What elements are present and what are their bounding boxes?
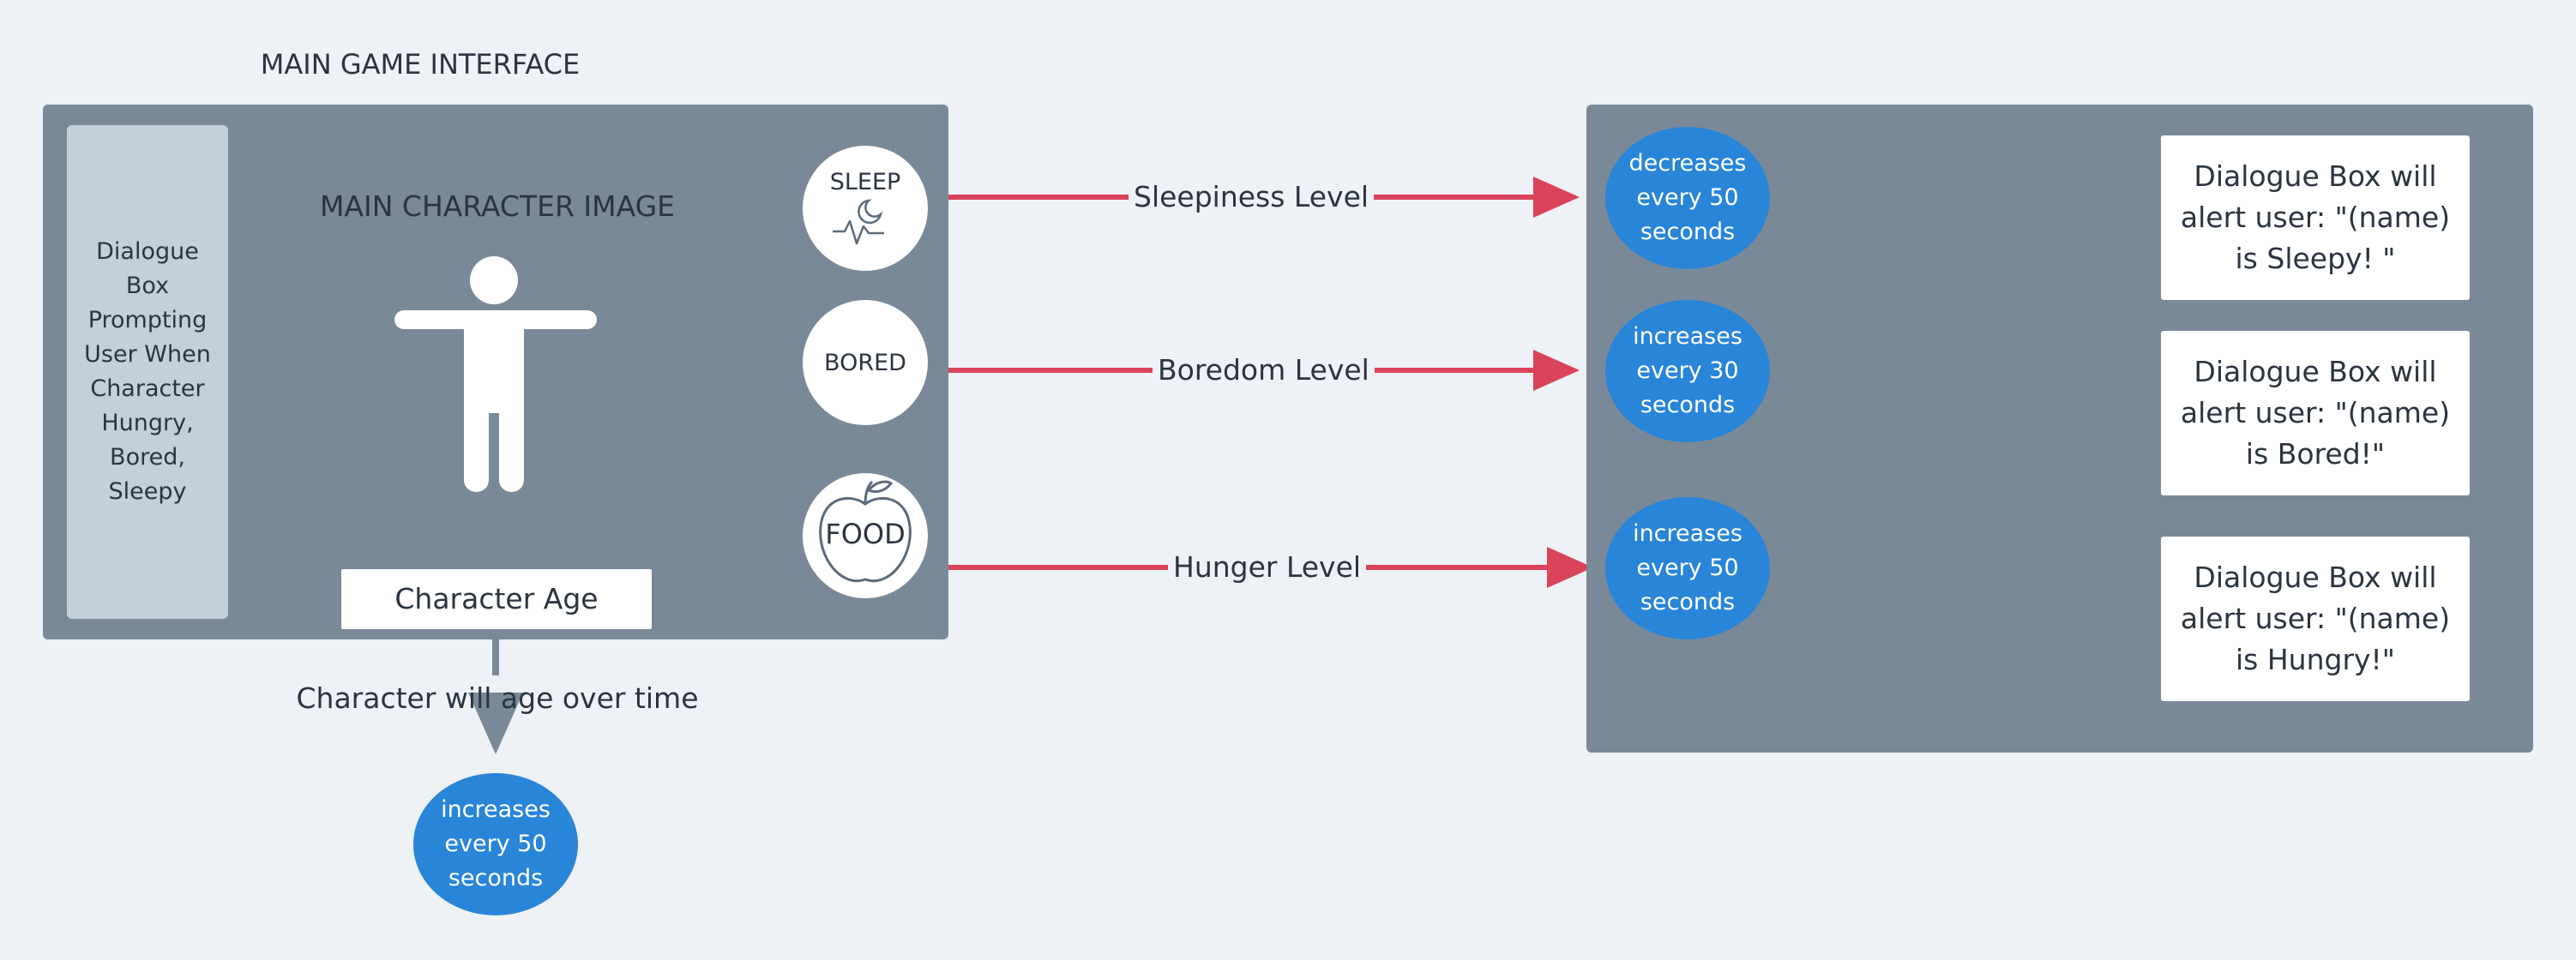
sleepiness-level-label: Sleepiness Level [1129,178,1375,216]
food-alert-text: Dialogue Box will alert user: "(name) is… [2180,561,2451,676]
bored-label: BORED [824,349,906,376]
dialogue-prompt-text: Dialogue Box Prompting User When Charact… [84,238,211,505]
food-alert-box: Dialogue Box will alert user: "(name) is… [2161,537,2470,701]
age-note: Character will age over time [296,681,699,715]
food-timer-circle: increases every 50 seconds [1605,497,1770,639]
food-timer-text: increases every 50 seconds [1633,520,1742,615]
bored-status-circle: BORED [803,300,928,425]
dialogue-prompt-box: Dialogue Box Prompting User When Charact… [67,125,228,619]
sleep-alert-text: Dialogue Box will alert user: "(name) is… [2180,159,2451,275]
apple-icon [819,480,912,583]
sleep-label: SLEEP [829,168,901,195]
character-heading: MAIN CHARACTER IMAGE [319,189,676,223]
sleep-alert-box: Dialogue Box will alert user: "(name) is… [2161,135,2470,300]
bored-timer-circle: increases every 30 seconds [1605,300,1770,442]
bored-alert-box: Dialogue Box will alert user: "(name) is… [2161,331,2470,495]
character-age-box: Character Age [341,569,652,629]
age-timer-text: increases every 50 seconds [441,796,551,891]
age-timer-circle: increases every 50 seconds [413,773,578,915]
diagram-title: MAIN GAME INTERFACE [260,48,581,81]
sleep-timer-text: decreases every 50 seconds [1628,150,1747,245]
boredom-level-label: Boredom Level [1153,351,1375,389]
food-status-circle: FOOD [803,473,928,598]
food-label: FOOD [825,518,906,550]
bored-timer-text: increases every 30 seconds [1633,323,1742,418]
character-figure-icon [390,249,605,497]
sleep-status-circle: SLEEP [803,146,928,271]
hunger-level-label: Hunger Level [1168,549,1367,586]
sleep-moon-pulse-icon [833,198,884,244]
sleep-timer-circle: decreases every 50 seconds [1605,127,1770,269]
bored-alert-text: Dialogue Box will alert user: "(name) is… [2180,355,2451,471]
